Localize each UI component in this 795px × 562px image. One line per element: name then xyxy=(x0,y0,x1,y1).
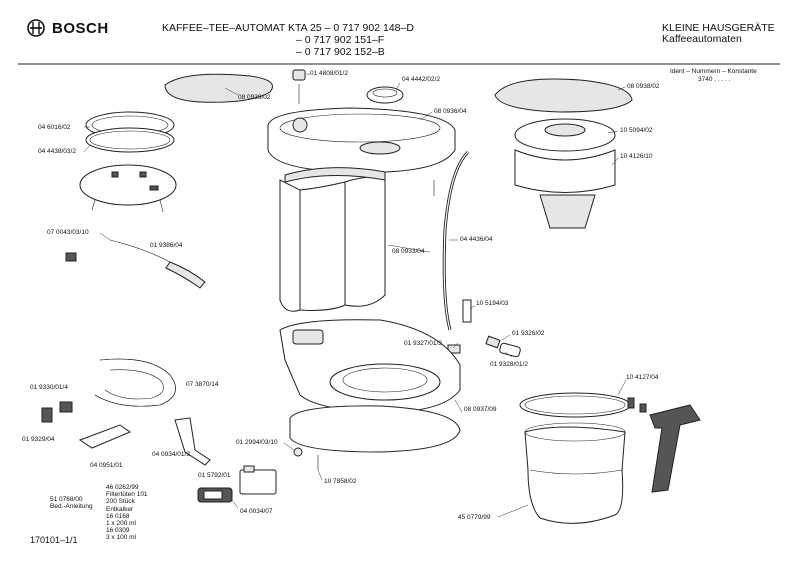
seal-ring-part xyxy=(85,127,175,153)
category-label: KLEINE HAUSGERÄTE xyxy=(662,22,775,34)
part-label: 08 0933/04 xyxy=(392,248,425,255)
top-housing-part xyxy=(267,107,456,173)
manual-label: Bed.-Anleitung xyxy=(50,503,93,510)
part-label: 10 5194/03 xyxy=(476,300,509,307)
model-title-line3: – 0 717 902 152–B xyxy=(296,46,385,58)
model-title-line1: KAFFEE–TEE–AUTOMAT KTA 25 – 0 717 902 14… xyxy=(162,22,414,34)
part-label: 08 0938/02 xyxy=(627,83,660,90)
descaler-code-2: 16 0309 xyxy=(106,527,130,534)
part-label: 04 0034/07 xyxy=(240,508,273,515)
lid-part xyxy=(164,73,273,103)
part-label: 07 0043/03/10 xyxy=(47,229,89,236)
knob-part xyxy=(292,69,306,104)
switch-part xyxy=(197,465,277,503)
part-label: 08 0939/02 xyxy=(238,94,271,101)
thermal-fuse-part xyxy=(65,239,206,289)
part-label: 01 9328/01/2 xyxy=(490,361,528,368)
ident-label: Ident – Nummern – Konstante xyxy=(670,68,757,75)
part-label: 10 4127/04 xyxy=(626,374,659,381)
clamp-part xyxy=(366,86,404,104)
subcategory-label: Kaffeeautomaten xyxy=(662,33,742,45)
filter-basket-part xyxy=(514,118,616,229)
screw-part xyxy=(293,180,435,470)
part-label: 45 0779/99 xyxy=(458,514,491,521)
descaler-code-1: 16 0168 xyxy=(106,513,130,520)
filter-code: 46 0262/99 xyxy=(106,484,139,491)
part-label: 04 4436/04 xyxy=(460,236,493,243)
part-label: 01 4808/01/2 xyxy=(310,70,348,77)
part-label: 08 0937/09 xyxy=(464,406,497,413)
part-label: 04 4438/03/2 xyxy=(38,148,76,155)
bracket-part xyxy=(41,401,211,466)
manual-code: 51 0768/00 xyxy=(50,496,83,503)
water-tank-part xyxy=(279,167,386,312)
filter-lid-part xyxy=(494,78,633,113)
heating-element-part xyxy=(94,358,176,407)
ident-value: 3740 . . . . . xyxy=(698,76,731,83)
part-label: 08 0936/04 xyxy=(434,108,467,115)
part-label: 04 6016/02 xyxy=(38,124,71,131)
bosch-logo-icon xyxy=(27,19,45,37)
page-reference: 170101–1/1 xyxy=(30,535,78,545)
carafe-part xyxy=(524,422,626,524)
leader-lines xyxy=(83,73,627,518)
part-label: 01 9326/02 xyxy=(512,330,545,337)
part-label: 01 9327/01/3 xyxy=(404,340,442,347)
part-label: 01 9330/01/4 xyxy=(30,384,68,391)
filter-label: Filtertüten 101 xyxy=(106,491,148,498)
part-label: 04 0951/01 xyxy=(90,462,123,469)
base-plate-part xyxy=(289,405,461,453)
part-label: 04 4442/02/2 xyxy=(402,76,440,83)
brand-logo: BOSCH xyxy=(52,20,109,37)
tube-connector-part xyxy=(447,299,521,358)
descaler-qty-1: 1 x 200 ml xyxy=(106,520,136,527)
part-label: 04 0934/01/3 xyxy=(152,451,190,458)
part-label: 10 5094/02 xyxy=(620,127,653,134)
carafe-handle-part xyxy=(649,404,701,493)
descaler-qty-2: 3 x 100 ml xyxy=(106,534,136,541)
part-label: 01 9386/04 xyxy=(150,242,183,249)
model-title-line2: – 0 717 902 151–F xyxy=(296,34,385,46)
heating-plate-part xyxy=(79,164,177,213)
base-housing-part xyxy=(279,319,461,413)
descaler-label: Entkalker xyxy=(106,506,134,513)
part-label: 01 5792/01 xyxy=(198,472,231,479)
filter-qty: 200 Stück xyxy=(106,498,135,505)
carafe-ring-part xyxy=(519,392,647,418)
part-label: 10 7858/02 xyxy=(324,478,357,485)
part-label: 01 2994/03/10 xyxy=(236,439,278,446)
part-label: 01 9329/04 xyxy=(22,436,55,443)
part-label: 07 3870/14 xyxy=(186,381,219,388)
part-label: 10 4126/10 xyxy=(620,153,653,160)
